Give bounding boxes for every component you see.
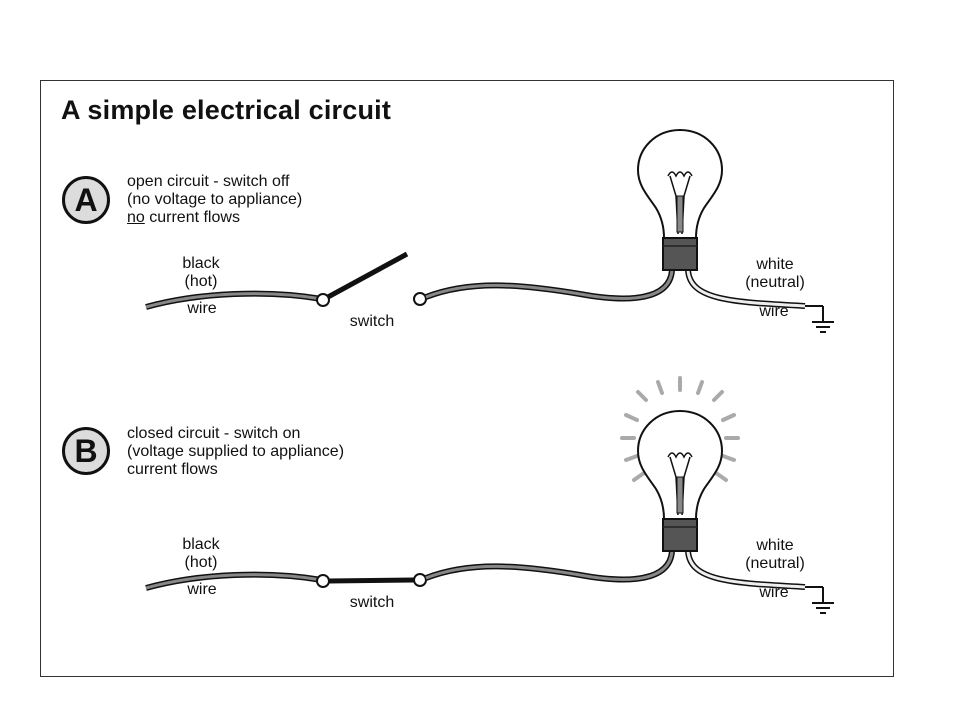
panel-b-line-1: closed circuit - switch on (127, 425, 301, 442)
panel-a-line-2: (no voltage to appliance) (127, 191, 303, 208)
panel-b-bulb-icon (637, 410, 723, 552)
panel-a-description: open circuit - switch off (no voltage to… (127, 173, 302, 227)
panel-a-badge: A (62, 176, 110, 224)
panel-a-switch-terminal-right (413, 292, 427, 306)
diagram-title: A simple electrical circuit (61, 95, 392, 125)
panel-a-switch-terminal-left (316, 293, 330, 307)
panel-b-line-2: (voltage supplied to appliance) (127, 443, 345, 460)
panel-a-switch-blade-open (326, 251, 409, 300)
panel-a-switch-label: switch (349, 313, 395, 330)
panel-a-line-3: no current flows (127, 209, 240, 226)
panel-a-neutral-wire-label: white (neutral) (745, 256, 805, 291)
panel-b-hot-wire-word: wire (187, 581, 217, 598)
panel-b-neutral-wire-label: white (neutral) (745, 537, 805, 572)
panel-b-switch-label: switch (349, 594, 395, 611)
panel-a-line-1: open circuit - switch off (127, 173, 290, 190)
panel-b-line-3: current flows (127, 461, 218, 478)
panel-b-switch-blade-closed (328, 577, 415, 584)
panel-a-circuit (145, 129, 835, 333)
panel-b-description: closed circuit - switch on (voltage supp… (127, 425, 344, 479)
panel-a-hot-wire-word: wire (187, 300, 217, 317)
panel-b-switch-terminal-left (316, 574, 330, 588)
panel-b-circuit (145, 376, 835, 614)
panel-b-switch-terminal-right (413, 573, 427, 587)
panel-b-ground-icon (811, 586, 835, 614)
panel-a-bulb-icon (637, 129, 723, 271)
panel-b-badge: B (62, 427, 110, 475)
panel-b-hot-wire-label: black (hot) (182, 536, 220, 571)
panel-a-ground-icon (811, 305, 835, 333)
panel-b-glow-rays-icon (620, 376, 740, 482)
panel-a-hot-wire-label: black (hot) (182, 255, 220, 290)
